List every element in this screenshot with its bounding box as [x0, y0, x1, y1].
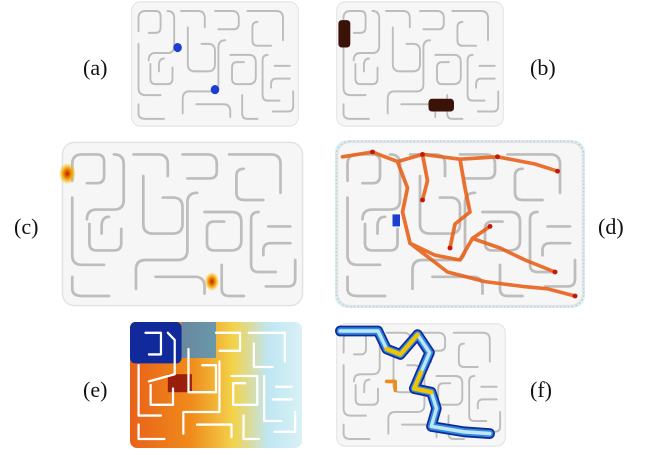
maze-panel-b — [335, 0, 505, 128]
heat-spot-start — [59, 163, 76, 185]
panel-label-a: (a) — [83, 57, 107, 79]
maze-panel-c — [60, 140, 305, 308]
maze-panel-f — [335, 322, 507, 448]
panel-label-c: (c) — [14, 216, 38, 238]
blue-marker-goal — [211, 85, 220, 94]
dark-region-start — [338, 20, 350, 47]
panel-label-b: (b) — [530, 57, 556, 79]
maze-panel-d — [335, 140, 585, 308]
maze-panel-a — [130, 0, 300, 128]
panel-label-f: (f) — [530, 379, 552, 401]
panel-label-e: (e) — [83, 379, 107, 401]
blue-start-region — [393, 214, 401, 226]
heat-spot-goal — [205, 272, 220, 291]
blue-marker-start — [173, 43, 182, 52]
dark-region-goal — [429, 99, 455, 112]
panel-label-d: (d) — [598, 216, 624, 238]
maze-panel-e — [130, 322, 302, 448]
